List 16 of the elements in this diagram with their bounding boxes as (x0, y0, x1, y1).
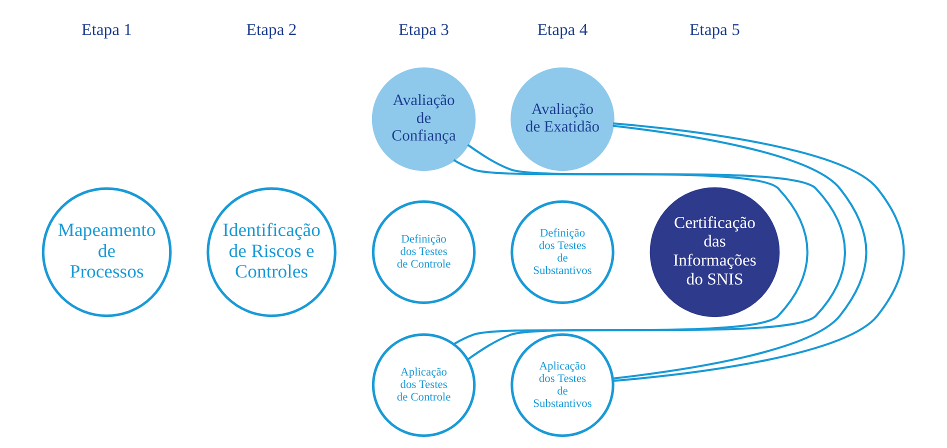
node-circle: Mapeamento de Processos (42, 187, 172, 318)
label: Etapa 5 (690, 20, 740, 40)
connector (467, 144, 846, 360)
node-circle: Avaliação de Exatidão (510, 67, 614, 172)
node-circle: Definição dos Testes de Controle (372, 200, 476, 304)
node-circle: Identificação de Riscos e Controles (206, 187, 336, 318)
label: Etapa 4 (537, 20, 588, 40)
node-circle: Definição dos Testes de Substantivos (510, 200, 614, 304)
label: Etapa 1 (82, 20, 132, 40)
node-circle: Aplicação dos Testes de Controle (372, 333, 476, 437)
label: Etapa 2 (246, 20, 297, 40)
label: Etapa 3 (398, 20, 450, 40)
node-circle: Certificação das Informações do SNIS (650, 187, 780, 318)
node-circle: Avaliação de Confiança (372, 67, 476, 172)
node-circle: Aplicação dos Testes de Substantivos (510, 333, 614, 437)
connector (453, 159, 808, 346)
